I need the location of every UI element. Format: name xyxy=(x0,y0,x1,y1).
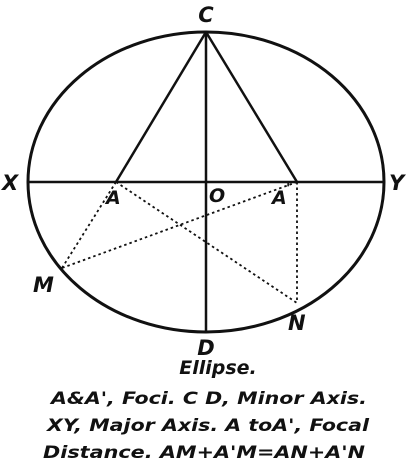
label-c: C xyxy=(198,3,214,27)
caption-line-2: XY, Major Axis. A toA', Focal xyxy=(46,416,371,436)
label-focus-a-prime-mark: ' xyxy=(286,181,290,197)
label-focus-a-prime: A xyxy=(270,187,287,209)
label-x: X xyxy=(0,171,20,195)
line-a-prime-to-m xyxy=(61,181,298,269)
label-o: O xyxy=(209,185,225,207)
label-y: Y xyxy=(389,171,406,195)
line-a-to-m xyxy=(61,181,117,269)
label-focus-a: A xyxy=(104,187,121,209)
label-n: N xyxy=(288,311,306,335)
caption-title: Ellipse. xyxy=(179,357,257,379)
line-c-to-focus-a-prime xyxy=(204,31,299,183)
caption-line-1: A&A', Foci. C D, Minor Axis. xyxy=(49,389,367,409)
focal-distance-lines xyxy=(61,181,298,304)
label-d: D xyxy=(197,336,214,360)
line-c-to-focus-a xyxy=(114,31,208,183)
label-m: M xyxy=(33,273,54,297)
caption-line-3: Distance. AM+A'M=AN+A'N xyxy=(43,443,365,463)
